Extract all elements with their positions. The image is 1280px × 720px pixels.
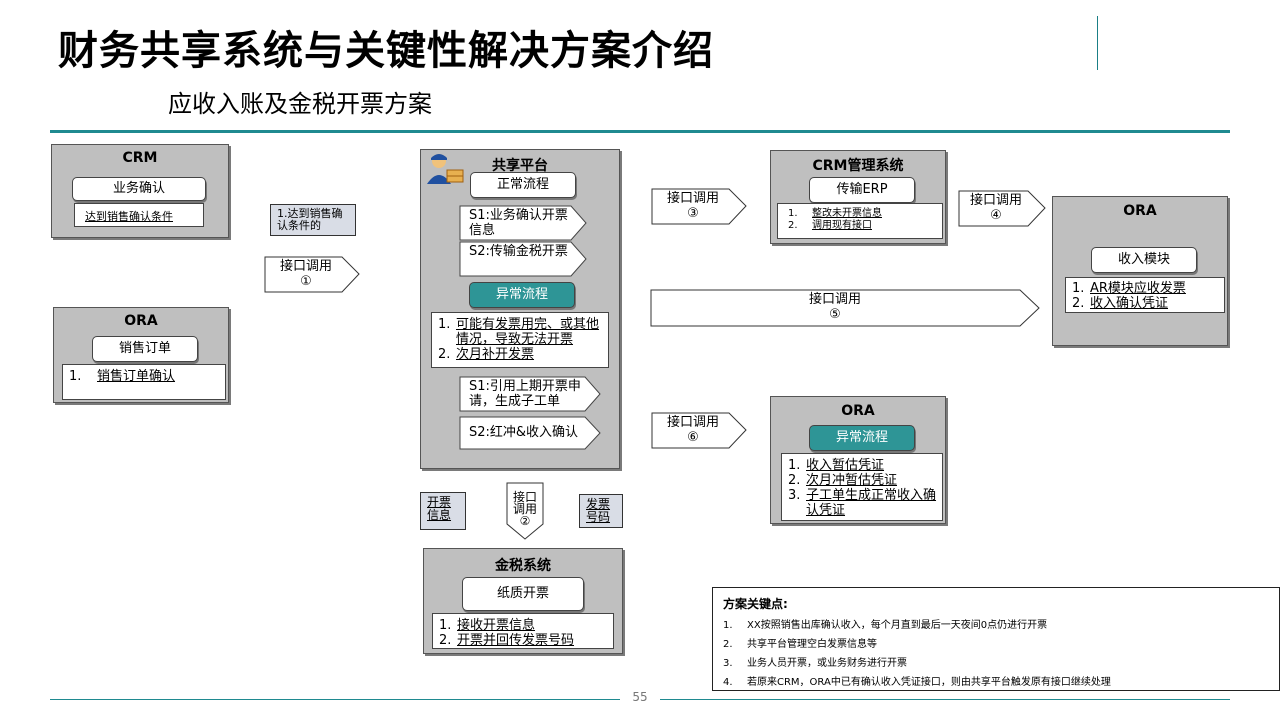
golden-tax-pill: 纸质开票 (462, 577, 584, 611)
ora-left-list: 1.销售订单确认 (62, 364, 226, 400)
ora-right-pill: 收入模块 (1091, 247, 1197, 273)
page-title: 财务共享系统与关键性解决方案介绍 (58, 28, 714, 74)
interface-call-1-num: ① (300, 274, 312, 289)
ora-bottom-list: 1.收入暂估凭证 2.次月冲暂估凭证 3.子工单生成正常收入确认凭证 (781, 453, 943, 521)
abnormal-flow-pill: 异常流程 (469, 282, 575, 308)
ora-bottom-title: ORA (841, 403, 875, 419)
ora-right-item: 1.AR模块应收发票 (1072, 281, 1186, 296)
crm-mgmt-pill: 传输ERP (809, 177, 915, 203)
page-number: 55 (632, 690, 648, 704)
interface-call-4-label: 接口调用 (969, 193, 1022, 208)
interface-call-2-label1: 接口 (512, 490, 537, 504)
condition-note: 1.达到销售确认条件的 (270, 204, 356, 236)
crm-mgmt-panel: CRM管理系统 传输ERP 1.整改未开票信息 2.调用现有接口 (770, 150, 946, 244)
step-s1: S1:业务确认开票信息 (459, 205, 587, 241)
interface-call-6-num: ⑥ (687, 430, 699, 445)
ora-bottom-pill: 异常流程 (809, 425, 915, 451)
interface-call-3-label: 接口调用 (666, 191, 719, 206)
interface-call-4-num: ④ (990, 208, 1002, 223)
interface-call-2-num: ② (519, 514, 531, 528)
ora-right-item: 2.收入确认凭证 (1072, 296, 1169, 311)
golden-tax-title: 金税系统 (495, 558, 551, 574)
abnormal-item: 2.次月补开发票 (438, 347, 535, 362)
crm-title: CRM (122, 150, 158, 166)
interface-call-6-label: 接口调用 (666, 415, 719, 430)
invoice-info-box: 开票信息 (420, 492, 466, 530)
crm-mgmt-title: CRM管理系统 (812, 158, 904, 174)
ora-right-panel: ORA 收入模块 1.AR模块应收发票 2.收入确认凭证 (1052, 196, 1228, 346)
ora-right-list: 1.AR模块应收发票 2.收入确认凭证 (1065, 277, 1225, 313)
normal-flow-pill: 正常流程 (470, 172, 576, 198)
key-points-box: 方案关键点: 1.XX按照销售出库确认收入，每个月直到最后一天夜间0点仍进行开票… (712, 587, 1280, 691)
shared-platform-title: 共享平台 (492, 158, 548, 174)
step-s2: S2:传输金税开票 (459, 241, 587, 277)
invoice-number-box: 发票号码 (579, 494, 623, 528)
interface-call-5-num: ⑤ (829, 307, 841, 322)
step-s1b: S1:引用上期开票申请，生成子工单 (459, 376, 601, 412)
golden-tax-item: 2.开票并回传发票号码 (439, 633, 575, 648)
interface-call-1-label: 接口调用 (279, 259, 332, 274)
interface-call-5-label: 接口调用 (808, 292, 861, 307)
footer-line-left (50, 699, 620, 700)
crm-panel: CRM 业务确认 达到销售确认条件 (51, 144, 229, 238)
ora-left-pill: 销售订单 (92, 336, 198, 362)
crm-condition: 达到销售确认条件 (85, 210, 173, 223)
shared-platform-panel: 共享平台 正常流程 S1:业务确认开票信息 S2:传输金税开票 异常流程 1.可… (420, 149, 620, 469)
page-subtitle: 应收入账及金税开票方案 (168, 90, 432, 118)
ora-bottom-item: 1.收入暂估凭证 (788, 458, 885, 473)
header-divider (50, 130, 1230, 133)
ora-bottom-panel: ORA 异常流程 1.收入暂估凭证 2.次月冲暂估凭证 3.子工单生成正常收入确… (770, 396, 946, 524)
key-points-heading: 方案关键点: (723, 597, 788, 611)
ora-bottom-item: 2.次月冲暂估凭证 (788, 473, 898, 488)
ora-left-item: 1.销售订单确认 (69, 369, 176, 384)
abnormal-item: 1.可能有发票用完、或其他情况，导致无法开票 (438, 317, 600, 347)
golden-tax-list: 1.接收开票信息 2.开票并回传发票号码 (432, 613, 614, 649)
ora-left-title: ORA (124, 313, 158, 329)
crm-condition-box: 达到销售确认条件 (74, 203, 204, 227)
step-s2b: S2:红冲&收入确认 (459, 416, 601, 450)
key-point: 3.业务人员开票，或业务财务进行开票 (723, 658, 907, 669)
interface-call-3-num: ③ (687, 206, 699, 221)
key-point: 2.共享平台管理空白发票信息等 (723, 639, 877, 650)
crm-mgmt-item: 1.整改未开票信息 (788, 208, 882, 219)
golden-tax-panel: 金税系统 纸质开票 1.接收开票信息 2.开票并回传发票号码 (423, 548, 623, 654)
ora-right-title: ORA (1123, 203, 1157, 219)
interface-call-2: 接口 调用 ② (506, 482, 544, 540)
user-icon (425, 152, 465, 186)
ora-bottom-item: 3.子工单生成正常收入确认凭证 (788, 488, 937, 518)
header-divider-vertical (1097, 16, 1098, 70)
crm-pill: 业务确认 (72, 177, 206, 201)
abnormal-list: 1.可能有发票用完、或其他情况，导致无法开票 2.次月补开发票 (431, 312, 609, 368)
ora-left-panel: ORA 销售订单 1.销售订单确认 (53, 307, 229, 403)
crm-mgmt-item: 2.调用现有接口 (788, 220, 872, 231)
footer-line-right (660, 699, 1230, 700)
interface-call-2-label2: 调用 (512, 502, 537, 516)
crm-mgmt-list: 1.整改未开票信息 2.调用现有接口 (777, 203, 943, 239)
golden-tax-item: 1.接收开票信息 (439, 618, 536, 633)
key-point: 1.XX按照销售出库确认收入，每个月直到最后一天夜间0点仍进行开票 (723, 620, 1048, 631)
key-point: 4.若原来CRM，ORA中已有确认收入凭证接口，则由共享平台触发原有接口继续处理 (723, 677, 1111, 688)
